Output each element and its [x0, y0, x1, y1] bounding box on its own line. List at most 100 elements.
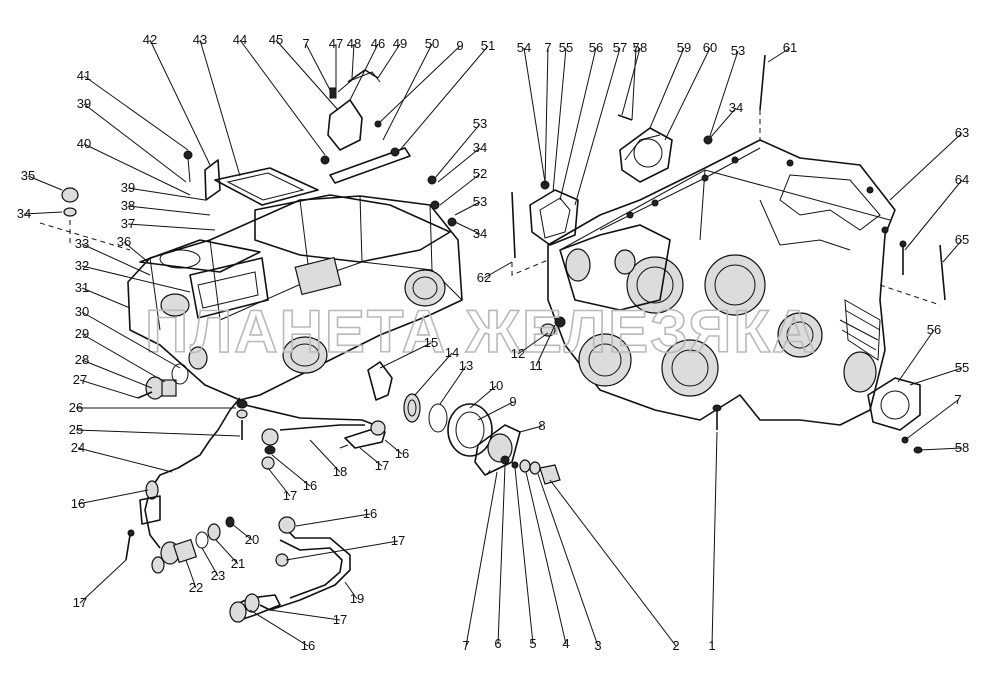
leader-line-28 — [81, 359, 153, 389]
callout-32: 32 — [75, 258, 89, 273]
leader-line-54 — [523, 47, 546, 183]
leader-line-32 — [81, 265, 191, 293]
leader-line-4 — [525, 471, 567, 645]
leader-line-45 — [275, 39, 339, 111]
leader-line-53 — [434, 123, 481, 179]
leader-line-55 — [909, 367, 963, 386]
leader-line-48 — [351, 43, 355, 79]
callout-23: 23 — [211, 568, 225, 583]
leader-line-61 — [767, 47, 791, 63]
callout-45: 45 — [269, 32, 283, 47]
callout-48: 48 — [347, 36, 361, 51]
leader-line-16 — [384, 439, 403, 455]
leader-line-57 — [574, 47, 621, 206]
leader-line-7 — [904, 399, 959, 441]
callout-19: 19 — [350, 591, 364, 606]
callout-7-5: 7 — [954, 392, 961, 407]
callout-41: 41 — [77, 68, 91, 83]
callout-15: 15 — [424, 335, 438, 350]
callout-44: 44 — [233, 32, 247, 47]
callout-21: 21 — [231, 556, 245, 571]
leader-line-18 — [309, 439, 341, 473]
callout-55-2: 55 — [955, 360, 969, 375]
leader-line-63 — [889, 132, 963, 201]
callout-53-3: 53 — [731, 43, 745, 58]
leader-line-51 — [399, 45, 489, 151]
callout-62: 62 — [477, 270, 491, 285]
leader-line-58 — [621, 47, 641, 116]
leader-line-21 — [215, 539, 239, 565]
callout-30: 30 — [75, 304, 89, 319]
callout-16-4: 16 — [363, 506, 377, 521]
callout-3: 3 — [594, 638, 601, 653]
callout-40: 40 — [77, 136, 91, 151]
leader-line-7 — [465, 477, 497, 647]
callout-11: 11 — [529, 358, 543, 373]
callout-9-2: 9 — [456, 38, 463, 53]
leader-line-64 — [904, 179, 963, 251]
callout-7-4: 7 — [632, 40, 639, 55]
callout-24: 24 — [71, 440, 85, 455]
callout-36: 36 — [117, 234, 131, 249]
callout-61: 61 — [783, 40, 797, 55]
callout-12: 12 — [511, 346, 525, 361]
leader-line-16 — [77, 489, 149, 505]
callout-63: 63 — [955, 125, 969, 140]
callout-34-3: 34 — [473, 226, 487, 241]
leader-line-36 — [123, 241, 149, 263]
leader-line-34 — [437, 147, 481, 183]
leader-line-17 — [79, 559, 127, 604]
leader-line-34 — [709, 107, 737, 139]
callout-33: 33 — [75, 236, 89, 251]
leader-line-34 — [454, 221, 481, 235]
leader-line-40 — [83, 143, 191, 196]
callout-42: 42 — [143, 32, 157, 47]
callout-53-2: 53 — [473, 194, 487, 209]
callout-34-2: 34 — [473, 140, 487, 155]
callout-64: 64 — [955, 172, 969, 187]
leader-line-7 — [544, 47, 549, 186]
leader-line-55 — [552, 47, 567, 193]
callout-58: 58 — [633, 40, 647, 55]
callout-46: 46 — [371, 36, 385, 51]
callout-6: 6 — [494, 636, 501, 651]
leader-line-58 — [919, 447, 963, 451]
leader-line-33 — [81, 243, 151, 276]
leader-line-62 — [483, 261, 513, 279]
callout-22: 22 — [189, 580, 203, 595]
callout-50: 50 — [425, 36, 439, 51]
leader-line-17 — [359, 447, 383, 467]
callout-7-2: 7 — [302, 36, 309, 51]
callout-31: 31 — [75, 280, 89, 295]
callout-14: 14 — [445, 345, 459, 360]
leader-line-46 — [349, 43, 379, 101]
leader-line-15 — [379, 342, 432, 369]
leader-line-16 — [271, 454, 311, 487]
leader-line-17 — [267, 467, 291, 497]
leader-line-30 — [81, 311, 181, 369]
callout-1: 1 — [708, 638, 715, 653]
callout-18: 18 — [333, 464, 347, 479]
leader-lines — [23, 39, 963, 647]
leader-line-44 — [239, 39, 326, 156]
callout-29: 29 — [75, 326, 89, 341]
callout-4: 4 — [562, 636, 569, 651]
callout-10: 10 — [489, 378, 503, 393]
leader-line-19 — [344, 581, 358, 600]
callout-65: 65 — [955, 232, 969, 247]
leader-line-25 — [75, 429, 241, 437]
callout-28: 28 — [75, 352, 89, 367]
leader-line-20 — [231, 523, 253, 541]
leader-line-17 — [285, 540, 399, 561]
callout-16-3: 16 — [71, 496, 85, 511]
callout-34-4: 34 — [729, 100, 743, 115]
housing-bore — [282, 336, 328, 374]
callout-47: 47 — [329, 36, 343, 51]
leader-line-65 — [942, 239, 963, 263]
leader-line-9 — [379, 45, 461, 123]
callout-7: 7 — [462, 638, 469, 653]
callout-17-3: 17 — [73, 595, 87, 610]
breather-assembly — [327, 99, 363, 151]
